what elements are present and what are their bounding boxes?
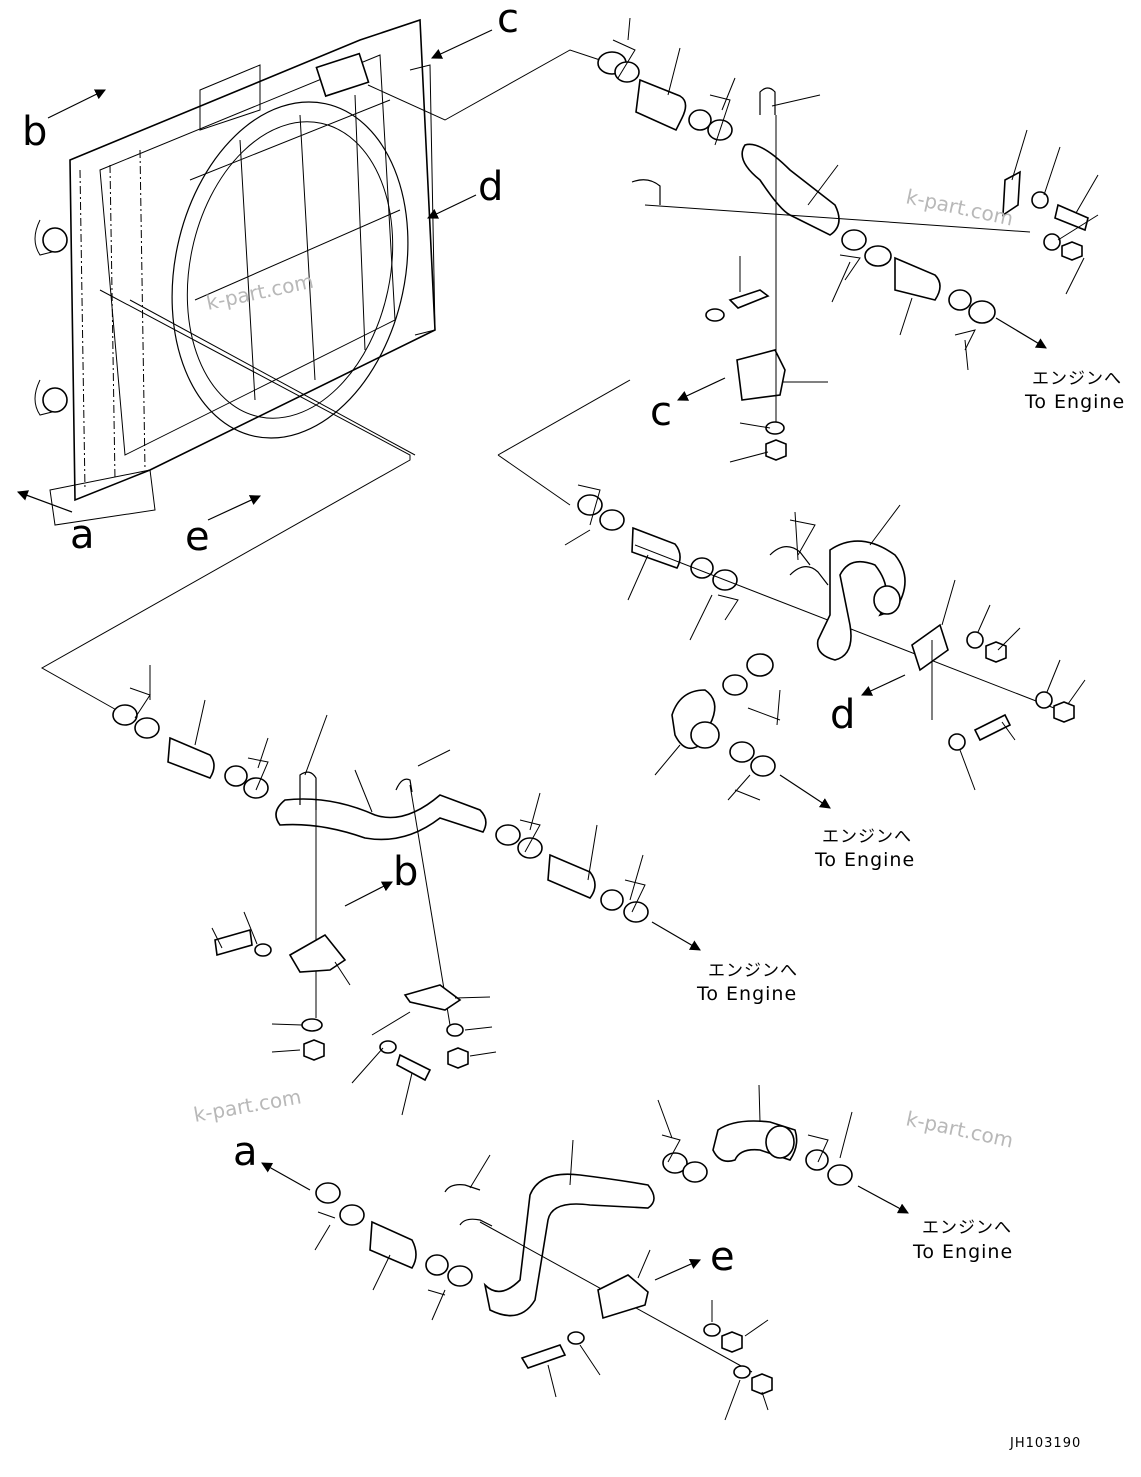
radiator-ref-arrows: c b d a e	[16, 0, 519, 560]
to-engine-en-d: To Engine	[814, 849, 915, 871]
drawing-code: JH103190	[1009, 1436, 1081, 1451]
to-engine-jp-d: エンジンへ	[822, 827, 912, 847]
ref-letter-e-1: e	[185, 514, 210, 560]
to-engine-jp-c: エンジンへ	[1032, 369, 1122, 389]
hose-group-c: c エンジンへ To Engine	[597, 17, 1125, 463]
ref-letter-a-2: a	[233, 1129, 258, 1175]
ref-letter-b-2: b	[393, 849, 418, 895]
ref-letter-a-1: a	[70, 512, 95, 558]
to-engine-en-a: To Engine	[912, 1241, 1013, 1263]
to-engine-en-c: To Engine	[1024, 391, 1125, 413]
ref-letter-b-1: b	[22, 109, 47, 155]
watermark-3: k-part.com	[192, 1084, 303, 1127]
ref-letter-c-2: c	[650, 389, 672, 435]
connection-lines	[40, 49, 631, 713]
to-engine-en-b: To Engine	[696, 983, 797, 1005]
ref-letter-c-1: c	[497, 0, 519, 42]
hose-group-a: a e エンジンへ To Engine	[233, 1084, 1013, 1421]
watermark-1: k-part.com	[904, 184, 1016, 230]
ref-letter-d-2: d	[830, 692, 855, 738]
radiator-assembly	[34, 18, 436, 526]
hose-group-d: d エンジンへ To Engine	[564, 484, 1086, 871]
ref-letter-e-2: e	[710, 1234, 735, 1280]
to-engine-jp-b: エンジンへ	[708, 961, 798, 981]
watermark-4: k-part.com	[904, 1106, 1016, 1152]
to-engine-jp-a: エンジンへ	[922, 1218, 1012, 1238]
ref-letter-d-1: d	[478, 164, 503, 210]
hose-group-b: b エンジンへ To Engine	[112, 665, 798, 1116]
